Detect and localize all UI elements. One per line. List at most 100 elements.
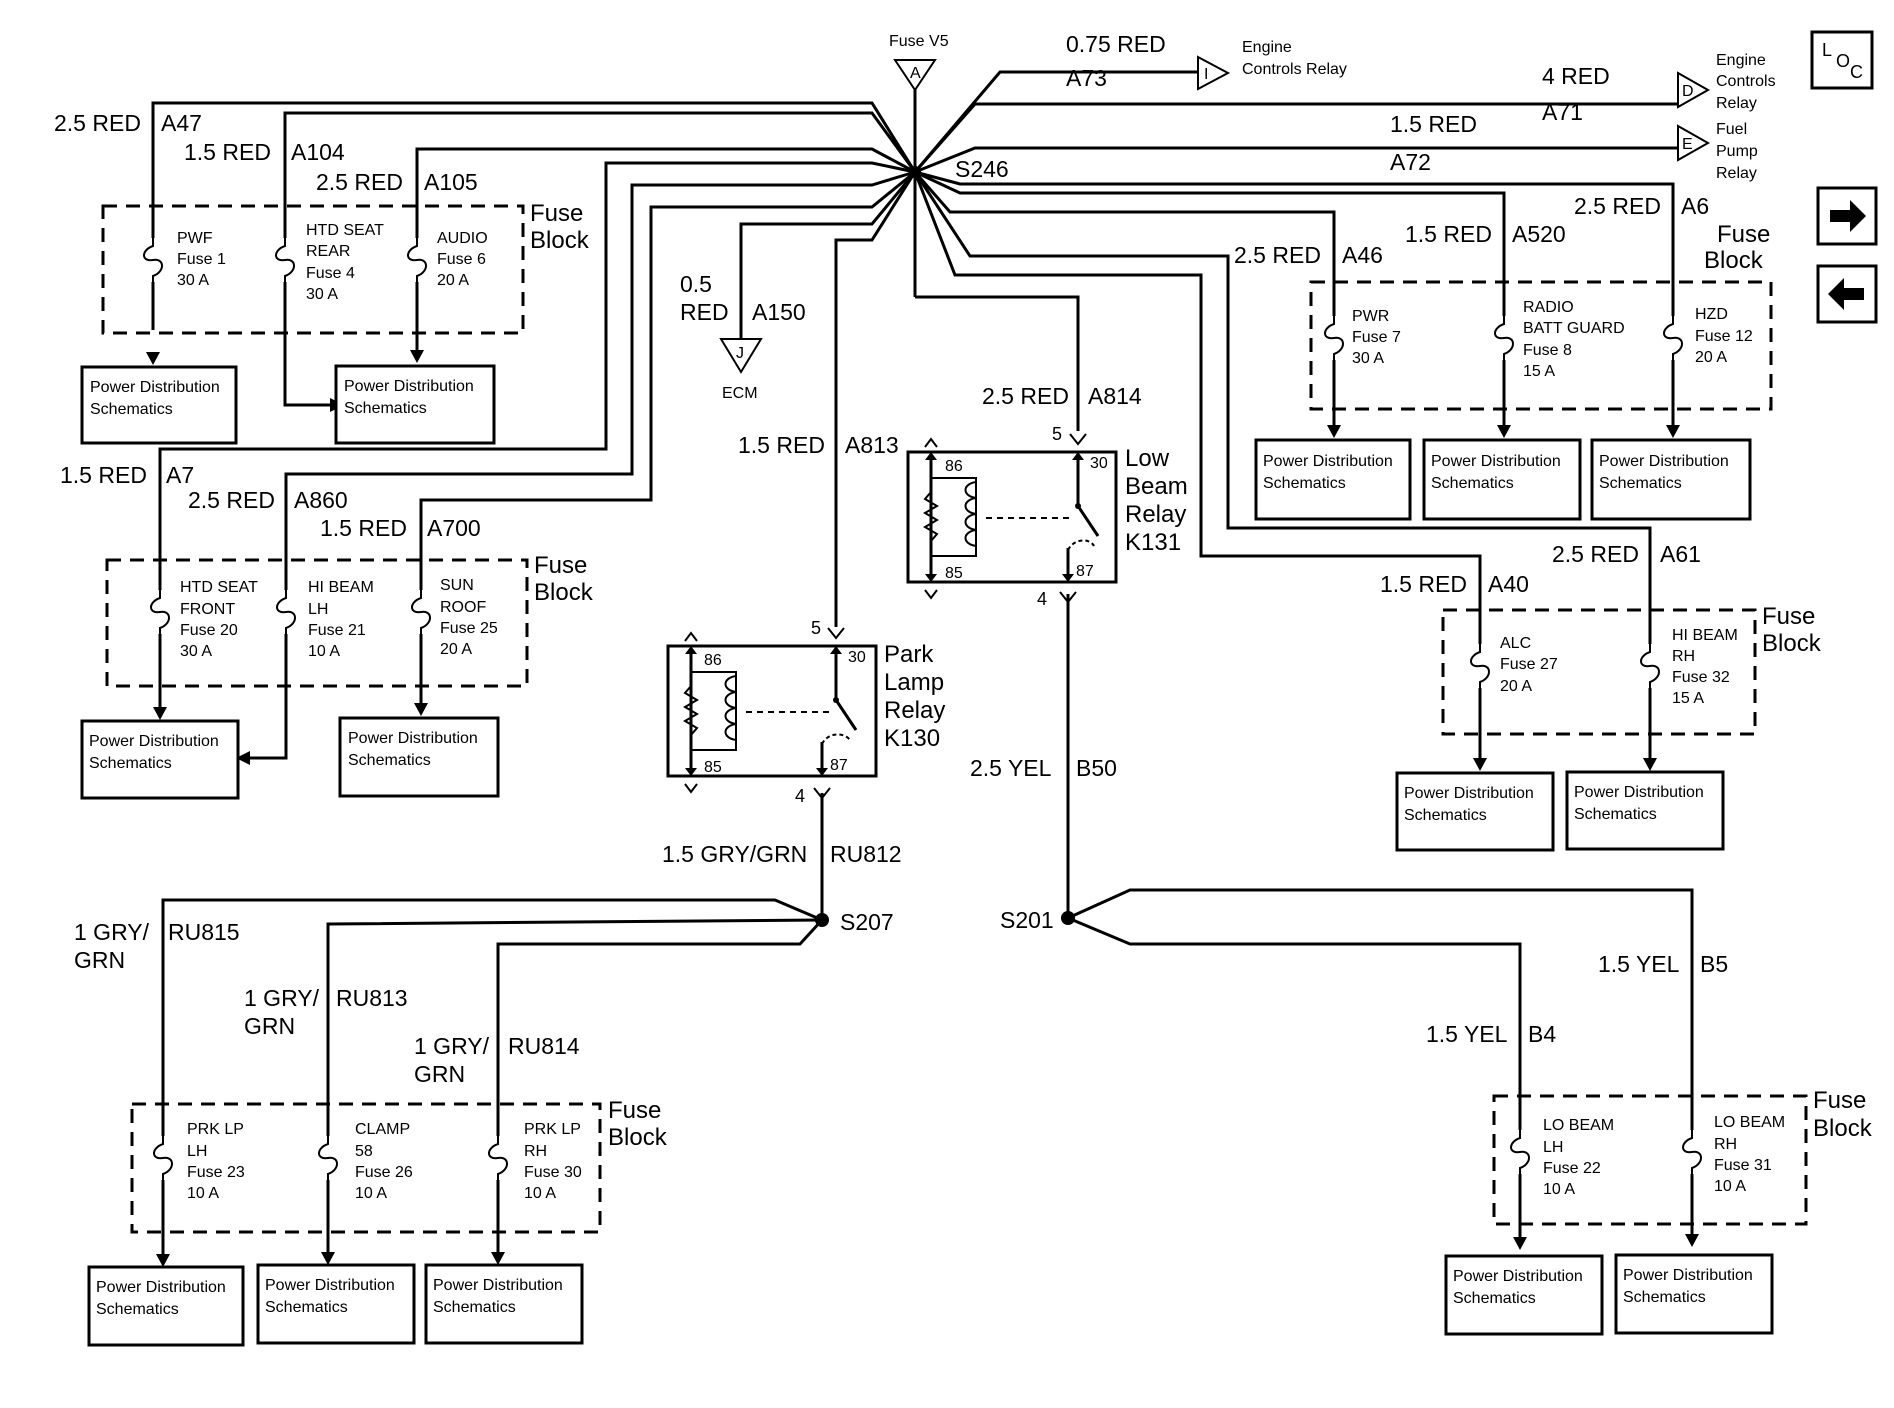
fuse-block-5 [130,1102,602,1234]
fuse-f7-symbol [1324,316,1344,360]
wire-a46-gauge: 2.5 RED [1234,242,1321,268]
wire-ru813-gauge-line2: GRN [244,1013,295,1039]
relay-k131-arrow-85 [925,574,937,582]
fuse-f8-symbol [1494,316,1514,360]
relay-k130-pin-85: 85 [704,759,722,776]
connector-e-triangle [1677,124,1711,162]
relay-k131-arrow-86 [925,452,937,460]
wire-a860-gauge: 2.5 RED [188,487,275,513]
wire-a150-gauge-line2: RED [680,299,729,325]
arrow-a860 [236,751,250,765]
wire-a104-circuit: A104 [291,139,345,165]
wire-ru812-gauge: 1.5 GRY/GRN [662,841,807,867]
engine-controls-relay-i-line1: Engine [1242,39,1292,56]
wire-a813-circuit: A813 [845,432,899,458]
fuse-block-3-label-line2: Block [1704,247,1764,274]
fuse-f30-symbol [488,1136,508,1180]
wire-ru814 [496,918,824,1260]
prev-page-button[interactable] [1816,264,1878,324]
fuse-block-2-label-line2: Block [534,579,594,606]
fuse-block-4-label-line2: Block [1762,630,1822,657]
wire-ru813 [326,918,823,1260]
wire-ru813-circuit: RU813 [336,985,408,1011]
wire-a71 [913,102,1678,173]
relay-k131-contact-arc [1067,539,1095,551]
relay-k130-out-chevron [813,787,831,800]
splice-s207-label: S207 [840,909,894,935]
fuse-f25-symbol [411,590,431,634]
relay-k130-bottom-chevron [684,783,698,794]
loc-button-frame[interactable] [1810,30,1874,90]
fuse-block-1-label-line1: Fuse [530,200,583,227]
wire-b4-gauge: 1.5 YEL [1426,1021,1508,1047]
wire-a104-gauge: 1.5 RED [184,139,271,165]
wire-a150-circuit: A150 [752,299,806,325]
wire-ru815-gauge-line2: GRN [74,947,125,973]
relay-k130-coil-loop [691,671,737,751]
fuel-pump-relay-line1: Fuel [1716,121,1747,138]
wire-a813 [834,171,917,627]
relay-k131-pin-out: 4 [1037,589,1047,609]
fuse-symbols [143,238,1702,1180]
engine-controls-relay-i-line2: Controls Relay [1242,61,1347,78]
next-page-button[interactable] [1816,186,1878,246]
relay-k131-pin-86: 86 [945,458,963,475]
connector-d-label: D [1682,83,1694,100]
relay-k130-pin-30: 30 [848,649,866,666]
wire-b4 [1067,916,1522,1245]
wire-ru812-circuit: RU812 [830,841,902,867]
relay-k131-top-chevron [924,437,938,448]
wire-ru814-circuit: RU814 [508,1033,580,1059]
wire-a72-gauge: 1.5 RED [1390,111,1477,137]
relay-k131-pin-30: 30 [1090,455,1108,472]
loc-letter-c: C [1850,62,1863,82]
wire-a150-gauge-line1: 0.5 [680,271,712,297]
wire-a40 [913,171,1482,766]
wire-a700-circuit: A700 [427,515,481,541]
fuse-block-6-label-line2: Block [1813,1115,1873,1142]
fuse-block-3 [1309,280,1773,411]
wire-b5 [1067,888,1694,1242]
loc-button[interactable]: L O C [1810,30,1874,90]
wire-ru813-gauge-line1: 1 GRY/ [244,985,320,1011]
wire-a71-circuit: A71 [1542,99,1583,125]
wire-a860 [250,170,916,760]
relay-k130-pivot [833,697,839,703]
connector-a-label: A [910,65,921,82]
relay-k131-coil [964,481,977,547]
fuse-f27-symbol [1470,644,1490,688]
relay-k130-arrow-86 [685,646,697,654]
wire-labels: 2.5 RED A47 1.5 RED A104 2.5 RED A105 1.… [54,110,1728,1087]
splice-s201-dot [1061,911,1075,925]
wire-b5-gauge: 1.5 YEL [1598,951,1680,977]
fuel-pump-relay-line2: Pump [1716,143,1758,160]
fuel-pump-relay-line3: Relay [1716,165,1757,182]
wire-ru815-circuit: RU815 [168,919,240,945]
relay-k130-pin-out: 4 [795,786,805,806]
